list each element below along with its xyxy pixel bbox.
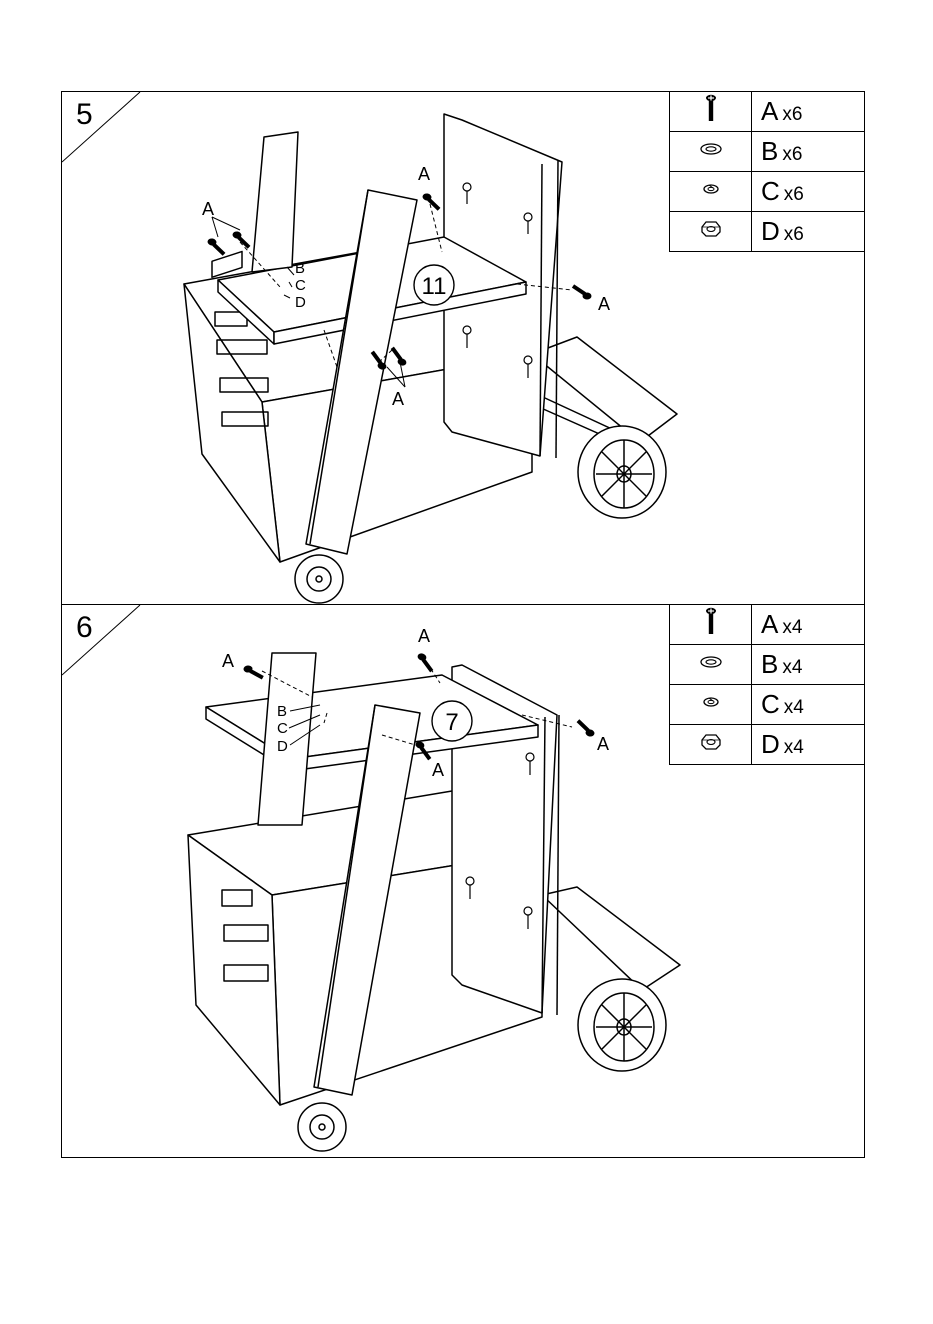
step-5-panel: 5 <box>61 91 865 605</box>
callout-a: A <box>598 294 610 314</box>
callout-c: C <box>295 277 306 294</box>
hardware-qty: x6 <box>782 144 802 165</box>
hex-nut-icon <box>699 733 723 751</box>
bolt-icon <box>699 607 723 637</box>
callout-c: C <box>277 720 288 737</box>
caster-wheel <box>295 555 343 603</box>
left-upright-post <box>252 132 298 272</box>
hardware-letter: D <box>761 729 780 759</box>
callout-a: A <box>432 760 444 780</box>
hardware-qty: x6 <box>782 104 802 125</box>
spring-washer-icon <box>701 182 721 196</box>
hardware-letter: C <box>761 689 780 719</box>
caster-wheel <box>298 1103 346 1151</box>
callout-a: A <box>222 651 234 671</box>
callout-d: D <box>277 738 288 755</box>
callout-a: A <box>418 164 430 184</box>
large-wheel <box>578 426 666 518</box>
hardware-qty: x4 <box>782 617 802 638</box>
hardware-letter: B <box>761 136 778 166</box>
hardware-qty: x4 <box>782 657 802 678</box>
callout-a: A <box>392 389 404 409</box>
flat-washer-icon <box>698 141 724 157</box>
hardware-letter: C <box>761 176 780 206</box>
hardware-qty: x6 <box>784 224 804 245</box>
hex-nut-icon <box>699 220 723 238</box>
step-6-panel: 6 <box>61 604 865 1158</box>
bolt-icon <box>699 94 723 124</box>
callout-b: B <box>295 260 305 277</box>
flat-washer-icon <box>698 654 724 670</box>
large-wheel <box>578 979 666 1071</box>
hardware-letter: A <box>761 609 778 639</box>
part-number: 7 <box>445 709 458 736</box>
hardware-letter: A <box>761 96 778 126</box>
hardware-letter: D <box>761 216 780 246</box>
callout-a: A <box>597 734 609 754</box>
callout-a: A <box>202 199 214 219</box>
hardware-letter: B <box>761 649 778 679</box>
hardware-qty: x4 <box>784 737 804 758</box>
rear-tray <box>542 887 680 990</box>
part-number: 11 <box>422 273 447 300</box>
callout-b: B <box>277 703 287 720</box>
hardware-qty: x4 <box>784 697 804 718</box>
callout-a: A <box>418 626 430 646</box>
hardware-qty: x6 <box>784 184 804 205</box>
spring-washer-icon <box>701 695 721 709</box>
callout-d: D <box>295 294 306 311</box>
